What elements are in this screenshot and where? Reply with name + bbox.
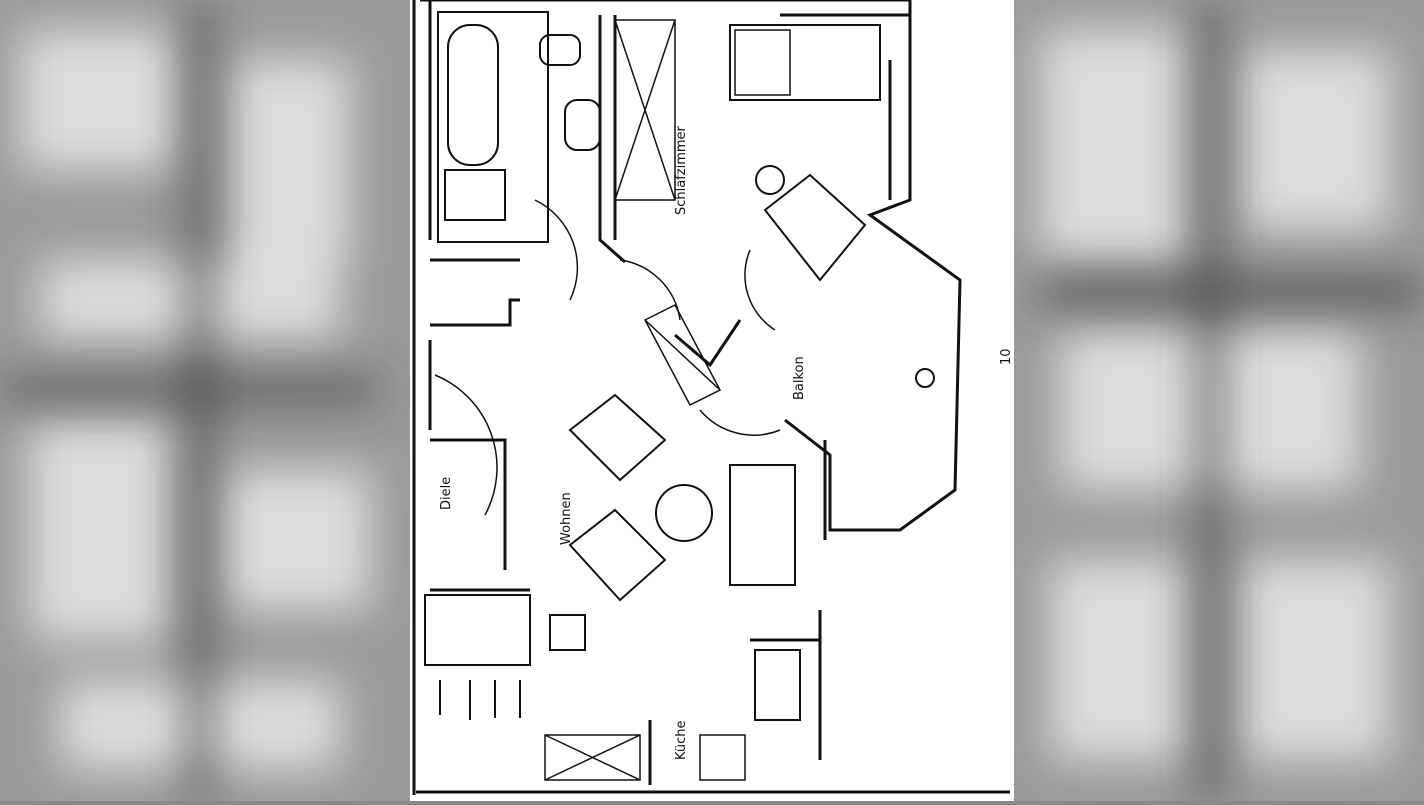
side-marker: 10 [999,348,1014,365]
label-balcony: Balkon [792,356,807,400]
label-living: Wohnen [559,492,574,545]
label-kitchen: Küche [674,720,689,760]
label-hall: Diele [439,477,454,510]
outer-wall [412,0,962,795]
inner-wall [416,13,1010,794]
floor-plan: Schlafzimmer Balkon Wohnen Diele Küche 1… [410,0,1014,801]
label-bedroom: Schlafzimmer [674,125,689,215]
